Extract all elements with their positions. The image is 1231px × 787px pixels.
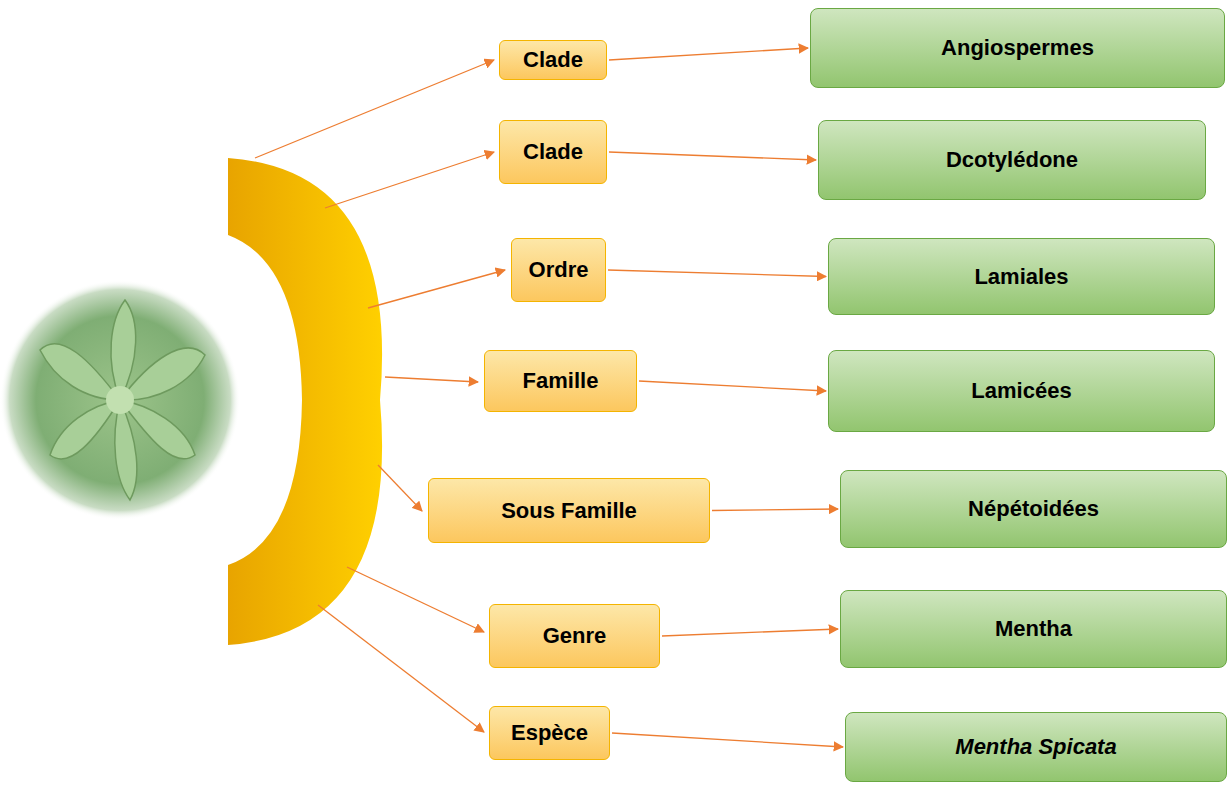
taxon-box: Mentha Spicata — [845, 712, 1227, 782]
mint-photo — [0, 280, 240, 520]
taxon-name: Angiospermes — [941, 35, 1094, 61]
leader-lines — [255, 60, 505, 732]
taxon-name: Lamiales — [974, 264, 1068, 290]
taxon-box: Dcotylédone — [818, 120, 1206, 200]
crescent-bracket — [228, 158, 382, 645]
rank-label: Sous Famille — [501, 498, 637, 524]
arrow-connector — [608, 270, 826, 277]
rank-label: Famille — [523, 368, 599, 394]
taxon-box: Lamiales — [828, 238, 1215, 315]
taxon-name: Dcotylédone — [946, 147, 1078, 173]
rank-box: Famille — [484, 350, 637, 412]
rank-box: Ordre — [511, 238, 606, 302]
rank-box: Espèce — [489, 706, 610, 760]
taxon-name: Népétoidées — [968, 496, 1099, 522]
rank-box: Sous Famille — [428, 478, 710, 543]
rank-box: Genre — [489, 604, 660, 668]
rank-label: Clade — [523, 139, 583, 165]
rank-label: Genre — [543, 623, 607, 649]
taxon-box: Angiospermes — [810, 8, 1225, 88]
rank-box: Clade — [499, 120, 607, 184]
arrow-connector — [612, 733, 843, 747]
taxon-name: Mentha Spicata — [955, 734, 1116, 760]
arrow-connector — [609, 48, 808, 60]
taxon-box: Lamicées — [828, 350, 1215, 432]
taxon-name: Mentha — [995, 616, 1072, 642]
arrow-connector — [639, 381, 826, 391]
arrow-connector — [609, 152, 816, 160]
rank-label: Clade — [523, 47, 583, 73]
arrow-connector — [662, 629, 838, 636]
taxon-box: Népétoidées — [840, 470, 1227, 548]
arrow-connector — [712, 509, 838, 511]
rank-label: Espèce — [511, 720, 588, 746]
rank-label: Ordre — [529, 257, 589, 283]
rank-box: Clade — [499, 40, 607, 80]
taxon-name: Lamicées — [971, 378, 1071, 404]
taxon-box: Mentha — [840, 590, 1227, 668]
